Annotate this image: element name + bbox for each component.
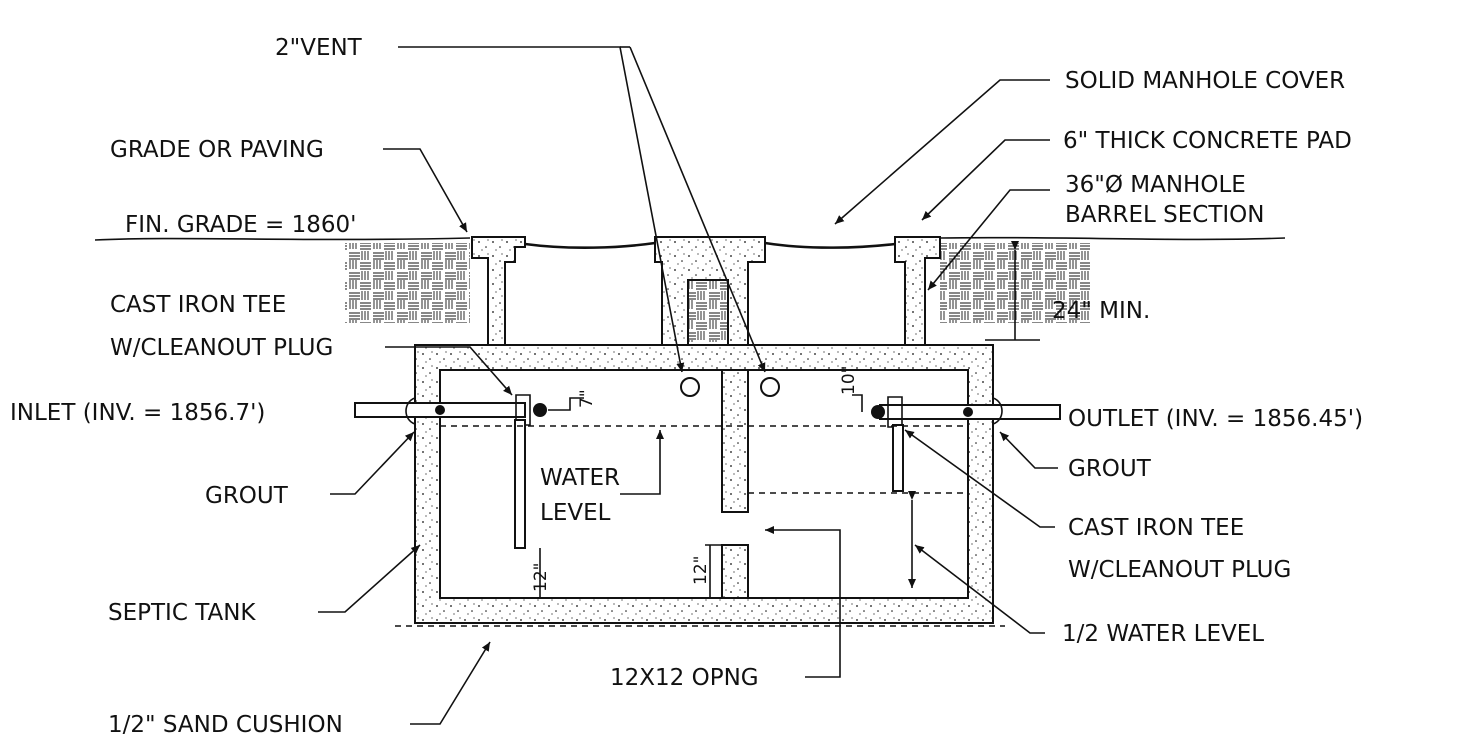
label-barrel-1: 36"Ø MANHOLE (1065, 172, 1246, 198)
label-min-depth: 24" MIN. (1052, 298, 1150, 324)
label-manhole-cover: SOLID MANHOLE COVER (1065, 68, 1345, 94)
label-tee-left-2: W/CLEANOUT PLUG (110, 335, 333, 361)
label-tee-right-1: CAST IRON TEE (1068, 515, 1244, 541)
concrete-pad-right (894, 236, 941, 346)
inlet-tee-body (515, 394, 531, 426)
min-depth-dimension (985, 250, 1040, 341)
leader-vent-left (398, 46, 685, 373)
outlet-drop-pipe (892, 424, 904, 492)
leader-grade (383, 148, 468, 233)
outlet-wall-seal (963, 407, 973, 417)
label-sand: 1/2" SAND CUSHION (108, 712, 343, 738)
septic-tank-shell (414, 344, 994, 624)
inlet-wall-seal (435, 405, 445, 415)
label-vent: 2"VENT (275, 35, 363, 61)
outlet-drop-dim-line (852, 394, 863, 412)
baffle-opening-dim-line (705, 544, 722, 598)
leader-grout-left (330, 431, 415, 495)
inlet-drop-pipe (514, 419, 526, 549)
inlet-grout (405, 397, 416, 425)
dim-outlet-drop: 10" (839, 366, 859, 395)
vent-pipe-left (680, 377, 700, 397)
leader-tee-left (385, 346, 513, 396)
label-septic-tank: SEPTIC TANK (108, 600, 256, 626)
concrete-pad-center (654, 236, 766, 346)
inlet-cleanout-plug (533, 403, 547, 417)
label-barrel-2: BARREL SECTION (1065, 202, 1264, 228)
dim-left-tee-clear: 12" (531, 563, 551, 592)
label-grade: GRADE OR PAVING (110, 137, 324, 163)
leader-concrete-pad (921, 139, 1050, 221)
label-opening: 12X12 OPNG (610, 665, 759, 691)
vent-pipe-right (760, 377, 780, 397)
leader-manhole-cover (834, 79, 1050, 225)
label-tee-left-1: CAST IRON TEE (110, 292, 286, 318)
dim-inlet-drop: 7" (577, 389, 597, 408)
label-concrete-pad: 6" THICK CONCRETE PAD (1063, 128, 1352, 154)
dim-baffle-opening: 12" (691, 556, 711, 585)
leader-tee-right (904, 429, 1055, 528)
concrete-pad-left (471, 236, 526, 346)
label-inlet: INLET (INV. = 1856.7') (10, 400, 265, 426)
leader-septic-tank (318, 544, 421, 613)
label-grout-left: GROUT (205, 483, 289, 509)
baffle-wall-upper (721, 369, 749, 513)
label-grout-right: GROUT (1068, 456, 1152, 482)
inlet-drop-dim-line (548, 397, 584, 411)
label-half-water: 1/2 WATER LEVEL (1062, 621, 1264, 647)
label-tee-right-2: W/CLEANOUT PLUG (1068, 557, 1291, 583)
solid-manhole-cover (524, 241, 896, 249)
label-fin-grade: FIN. GRADE = 1860' (125, 212, 356, 238)
finished-grade-line (94, 236, 1286, 241)
leader-grout-right (999, 431, 1058, 469)
leader-half-water (914, 544, 1045, 634)
baffle-wall-lower (721, 544, 749, 599)
leader-barrel-section (927, 189, 1050, 291)
leader-water-level (620, 430, 664, 495)
outlet-cleanout-plug (871, 405, 885, 419)
leader-vent-right (629, 46, 766, 373)
leader-opening (765, 526, 841, 678)
label-water-2: LEVEL (540, 500, 611, 526)
leader-sand (410, 641, 491, 725)
soil-hatch-left (345, 243, 470, 323)
label-outlet: OUTLET (INV. = 1856.45') (1068, 406, 1363, 432)
label-water-1: WATER (540, 465, 620, 491)
outlet-grout (992, 397, 1003, 425)
